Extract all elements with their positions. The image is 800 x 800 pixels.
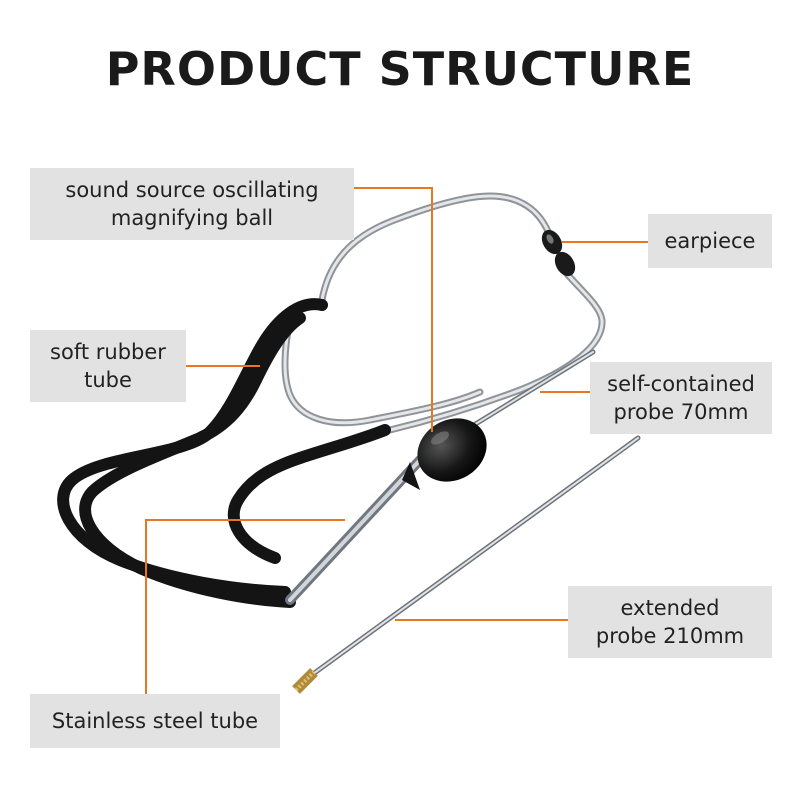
label-magnifying-ball: sound source oscillating magnifying ball xyxy=(30,168,354,240)
label-text: self-contained xyxy=(607,372,755,396)
label-stainless-steel-tube: Stainless steel tube xyxy=(30,694,280,748)
page-title: PRODUCT STRUCTURE xyxy=(105,42,695,96)
label-text: sound source oscillating xyxy=(65,178,319,202)
label-text: probe 70mm xyxy=(613,400,749,424)
magnifying-ball xyxy=(402,418,487,490)
label-text: soft rubber xyxy=(50,340,166,364)
label-text: Stainless steel tube xyxy=(51,709,259,733)
label-earpiece: earpiece xyxy=(648,214,772,268)
label-text: magnifying ball xyxy=(110,206,274,230)
label-self-contained-probe: self-contained probe 70mm xyxy=(590,362,772,434)
label-extended-probe: extended probe 210mm xyxy=(568,586,772,658)
earpiece-tips xyxy=(541,229,576,277)
extended-probe xyxy=(292,435,641,694)
rubber-tubes xyxy=(57,298,391,608)
label-soft-rubber-tube: soft rubber tube xyxy=(30,330,186,402)
label-text: tube xyxy=(84,368,132,392)
label-text: extended xyxy=(620,596,720,620)
leader-lines xyxy=(145,187,648,694)
label-text: probe 210mm xyxy=(595,624,745,648)
label-text: earpiece xyxy=(664,229,756,253)
